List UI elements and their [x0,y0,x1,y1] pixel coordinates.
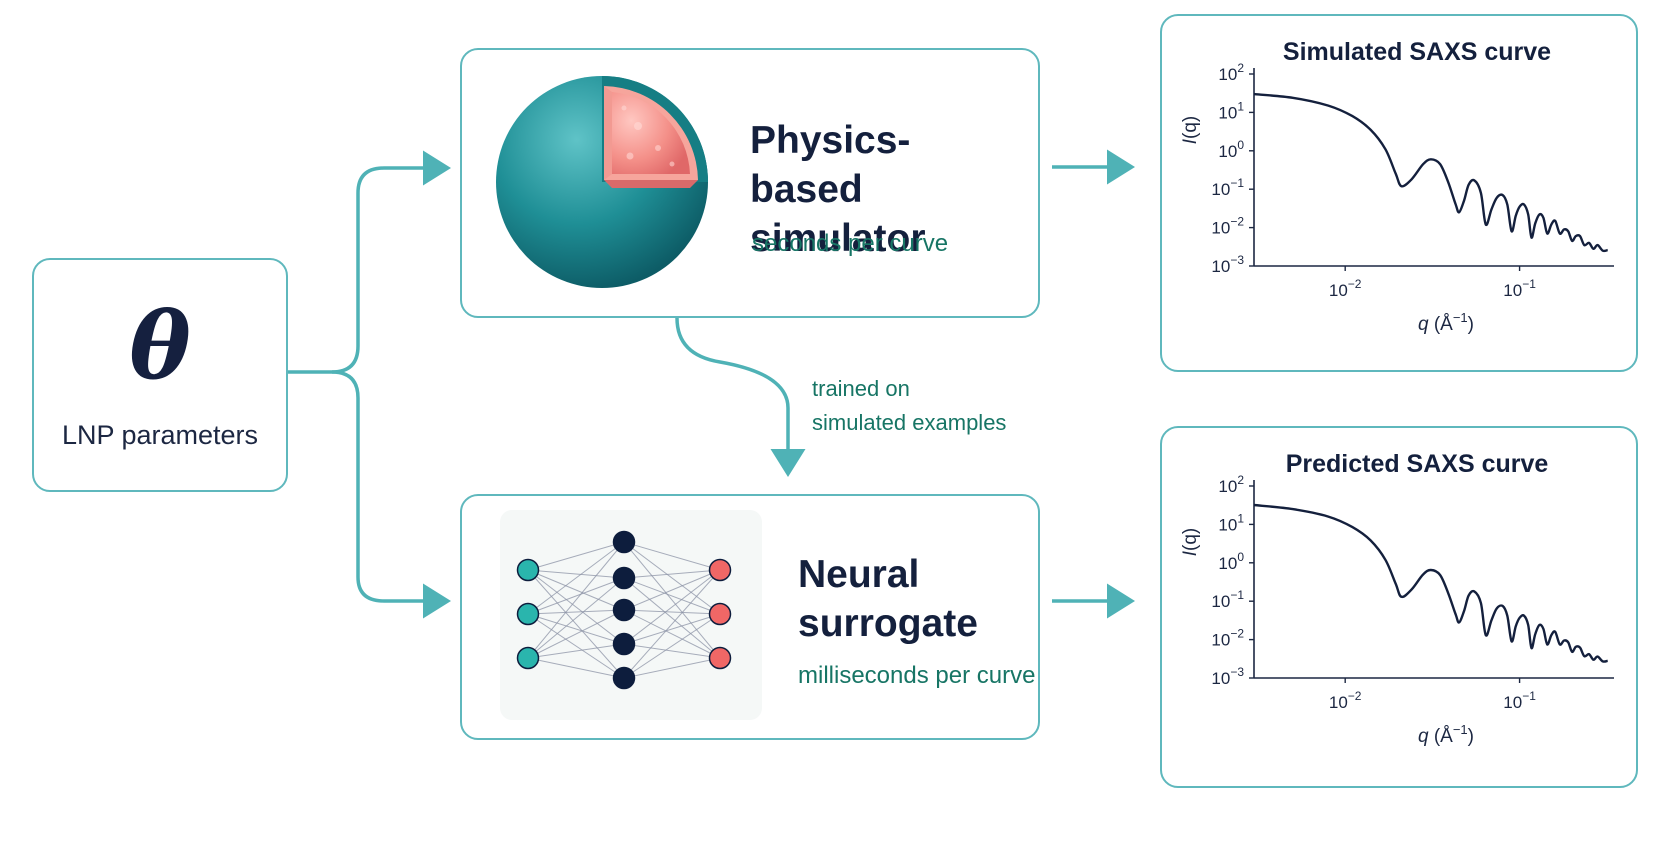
x-axis-label: q (Å−1) [1418,310,1474,335]
y-axis-label: I(q) [1180,528,1201,557]
arrow-training [675,317,806,477]
y-tick-label: 10−3 [1211,253,1244,276]
y-tick-label: 102 [1218,61,1244,84]
hidden-node [612,566,636,590]
hidden-node [612,666,636,690]
network-connections [527,541,721,679]
simulated-saxs-chart-box: Simulated SAXS curve 102 101 100 10−1 10−2 10−… [1160,14,1638,372]
training-label: trained on simulated examples [812,372,1006,440]
neural-network-panel [500,510,762,720]
arrow-to-surrogate [331,370,451,619]
x-tick-label: 10−2 [1329,689,1362,712]
training-label-line1: trained on [812,376,910,401]
x-axis-label: q (Å−1) [1418,722,1474,747]
training-label-line2: simulated examples [812,410,1007,435]
x-tick-label: 10−1 [1503,689,1536,712]
theta-symbol: θ [129,292,191,400]
y-tick-label: 10−1 [1211,588,1244,611]
hidden-node [612,632,636,656]
chart-title: Simulated SAXS curve [1283,38,1551,66]
hidden-node [612,598,636,622]
x-tick-label: 10−1 [1503,277,1536,300]
y-tick-label: 101 [1218,511,1244,534]
predicted-saxs-chart: Predicted SAXS curve 102 101 100 10−1 10−2 10−… [1180,450,1614,747]
x-tick-label: 10−2 [1329,277,1362,300]
input-node [516,646,540,670]
y-tick-label: 10−1 [1211,176,1244,199]
y-tick-label: 10−2 [1211,627,1244,650]
surrogate-speed-label: milliseconds per curve [798,662,1036,689]
lnp-parameters-label: LNP parameters [61,420,259,450]
physics-simulator-box: Physics-based simulator seconds per curv… [460,48,1040,318]
output-node [708,646,732,670]
y-tick-label: 10−3 [1211,665,1244,688]
sphere-cutaway-icon [496,76,708,288]
input-node [516,558,540,582]
surrogate-title: Neural surrogate [798,553,978,645]
arrow-to-simulator [288,150,451,374]
simulator-title: Physics-based simulator [750,119,926,260]
output-node [708,602,732,626]
y-axis-label: I(q) [1180,116,1201,145]
predicted-saxs-chart-box: Predicted SAXS curve 102 101 100 10−1 10−2 10−… [1160,426,1638,788]
y-tick-label: 102 [1218,473,1244,496]
input-node [516,602,540,626]
y-tick-label: 101 [1218,99,1244,122]
neural-network-icon [516,530,732,690]
saxs-curve [1253,92,1608,253]
lnp-parameters-box: θ LNP parameters [32,258,288,492]
y-tick-label: 10−2 [1211,215,1244,238]
output-node [708,558,732,582]
y-tick-label: 100 [1218,138,1244,161]
simulated-saxs-chart: Simulated SAXS curve 102 101 100 10−1 10−2 10−… [1180,38,1614,335]
neural-surrogate-box: Neural surrogate milliseconds per curve [460,494,1040,740]
simulator-speed-label: seconds per curve [752,230,949,257]
chart-title: Predicted SAXS curve [1286,450,1549,478]
saxs-curve [1253,503,1608,663]
hidden-node [612,530,636,554]
y-tick-label: 100 [1218,550,1244,573]
